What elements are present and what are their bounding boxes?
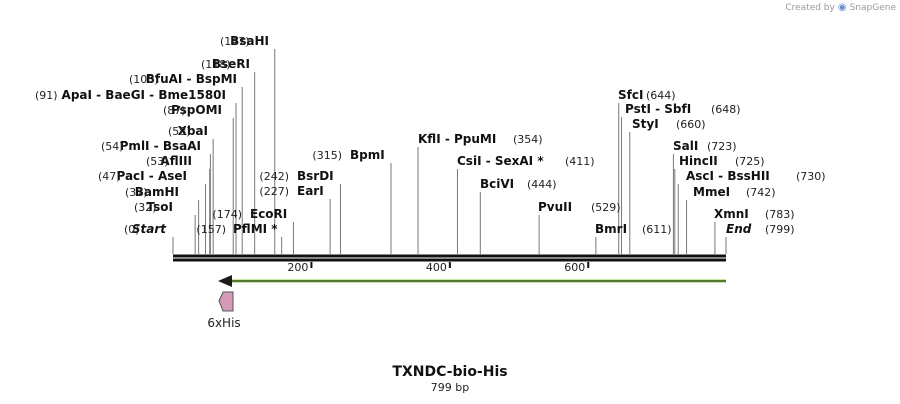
site-name-bseri[interactable]: BseRI <box>212 57 250 71</box>
site-name-sali[interactable]: SalI <box>673 139 698 153</box>
site-name-xmni[interactable]: XmnI <box>714 207 749 221</box>
site-position-pspomi: (87) <box>163 104 186 117</box>
sequence-length: 799 bp <box>430 381 470 394</box>
orf-arrow <box>218 275 726 287</box>
site-position-xmni: (783) <box>765 208 795 221</box>
site-name-asci-bsshii[interactable]: AscI - BssHII <box>686 169 770 183</box>
site-name-pspomi[interactable]: PspOMI <box>171 103 222 117</box>
site-position-pflmi: (157) <box>196 223 226 236</box>
snapgene-credit: Created by ◉ SnapGene <box>785 2 896 13</box>
site-name-bamhi[interactable]: BamHI <box>135 185 179 199</box>
site-position-bcivi: (444) <box>527 178 557 191</box>
site-name-bpmi[interactable]: BpmI <box>350 148 385 162</box>
site-position-bpmi: (315) <box>312 149 342 162</box>
site-name-eari[interactable]: EarI <box>297 184 324 198</box>
site-name-kfli-ppumi[interactable]: KflI - PpuMI <box>418 132 496 146</box>
site-name-bsahi[interactable]: BsaHI <box>230 34 269 48</box>
credit-brand: SnapGene <box>849 2 896 13</box>
site-name-tsoi[interactable]: TsoI <box>147 200 173 214</box>
his-tag-feature[interactable]: 6xHis <box>207 291 241 330</box>
site-name-start[interactable]: Start <box>132 222 167 236</box>
site-name-pvuii[interactable]: PvuII <box>538 200 572 214</box>
site-position-bsrdi: (242) <box>259 170 289 183</box>
site-name-afliii[interactable]: AflIII <box>160 154 192 168</box>
site-name-bmri[interactable]: BmrI <box>595 222 627 236</box>
site-position-asci-bsshii: (730) <box>796 170 826 183</box>
site-name-psti-sbfi[interactable]: PstI - SbfI <box>625 102 691 116</box>
site-position-kfli-ppumi: (354) <box>513 133 543 146</box>
site-position-sali: (723) <box>707 140 737 153</box>
site-position-bfuai-bspmi: (100) <box>129 73 159 86</box>
site-lines <box>172 49 727 254</box>
site-position-start: (0) <box>124 223 140 236</box>
site-position-bsahi: (147) <box>220 35 250 48</box>
site-name-mmei[interactable]: MmeI <box>693 185 730 199</box>
site-name-xbai[interactable]: XbaI <box>178 124 208 138</box>
site-name-apai-baegi-bme1580i[interactable]: ApaI - BaeGI - Bme1580I <box>62 88 226 102</box>
ruler-label-600: 600 <box>564 261 585 274</box>
site-position-pmli-bsaai: (54) <box>101 140 124 153</box>
site-name-hincii[interactable]: HincII <box>679 154 718 168</box>
site-position-xbai: (58) <box>168 125 191 138</box>
site-name-bsrdi[interactable]: BsrDI <box>297 169 334 183</box>
site-position-bseri: (118) <box>201 58 231 71</box>
site-name-sfci[interactable]: SfcI <box>618 88 643 102</box>
site-position-pvuii: (529) <box>591 201 621 214</box>
site-name-styi[interactable]: StyI <box>632 117 659 131</box>
ruler-label-200: 200 <box>287 261 308 274</box>
site-position-bamhi: (37) <box>125 186 148 199</box>
ruler-label-400: 400 <box>426 261 447 274</box>
site-position-bmri: (611) <box>642 223 672 236</box>
snapgene-logo-icon: ◉ <box>837 2 847 13</box>
sequence-title: TXNDC-bio-His <box>392 364 508 380</box>
site-position-paci-asei: (47) <box>98 170 121 183</box>
site-position-ecori: (174) <box>212 208 242 221</box>
site-position-psti-sbfi: (648) <box>711 103 741 116</box>
site-name-pmli-bsaai[interactable]: PmlI - BsaAI <box>120 139 201 153</box>
site-position-hincii: (725) <box>735 155 765 168</box>
site-position-csii-sexai: (411) <box>565 155 595 168</box>
credit-text: Created by <box>785 2 835 13</box>
site-name-csii-sexai[interactable]: CsiI - SexAI * <box>457 154 544 168</box>
site-position-eari: (227) <box>259 185 289 198</box>
site-position-afliii: (53) <box>146 155 169 168</box>
his-tag-label: 6xHis <box>207 316 240 330</box>
site-labels: Start(0) TsoI(32) BamHI(37) PacI - AseI(47)… <box>35 34 826 236</box>
site-name-bcivi[interactable]: BciVI <box>480 177 514 191</box>
site-name-paci-asei[interactable]: PacI - AseI <box>116 169 187 183</box>
site-name-bfuai-bspmi[interactable]: BfuAI - BspMI <box>146 72 237 86</box>
ruler: 200 400 600 <box>287 261 590 274</box>
site-name-end[interactable]: End <box>726 222 752 236</box>
site-position-styi: (660) <box>676 118 706 131</box>
site-name-ecori[interactable]: EcoRI <box>250 207 287 221</box>
site-name-pflmi[interactable]: PflMI * <box>233 222 278 236</box>
site-position-end: (799) <box>765 223 795 236</box>
site-position-tsoi: (32) <box>134 201 157 214</box>
site-position-apai-baegi-bme1580i: (91) <box>35 89 58 102</box>
site-position-mmei: (742) <box>746 186 776 199</box>
site-position-sfci: (644) <box>646 89 676 102</box>
